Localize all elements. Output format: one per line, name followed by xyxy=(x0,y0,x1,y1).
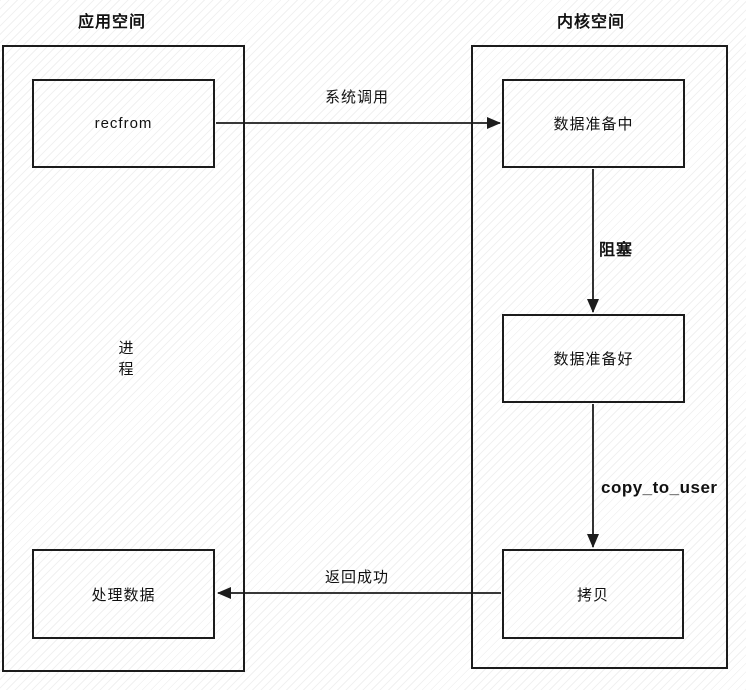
copy-to-user-edge-label: copy_to_user xyxy=(601,478,718,497)
return-success-edge-label: 返回成功 xyxy=(324,569,389,586)
syscall-edge-label: 系统调用 xyxy=(324,89,389,106)
block-edge-label: 阻塞 xyxy=(599,242,634,259)
node-data-ready: 数据准备好 xyxy=(502,314,685,403)
node-recfrom: recfrom xyxy=(32,79,215,168)
node-data-ready-label: 数据准备好 xyxy=(553,351,634,368)
application-space-title: 应用空间 xyxy=(77,14,146,31)
node-copy-label: 拷贝 xyxy=(576,586,609,604)
node-data-preparing-label: 数据准备中 xyxy=(553,116,634,133)
node-handle-data: 处理数据 xyxy=(32,549,215,639)
application-space-region xyxy=(2,45,245,672)
node-handle-data-label: 处理数据 xyxy=(91,586,156,604)
node-copy: 拷贝 xyxy=(502,549,684,639)
kernel-space-region xyxy=(471,45,728,669)
node-data-preparing: 数据准备中 xyxy=(502,79,685,168)
node-recfrom-label: recfrom xyxy=(94,115,153,132)
kernel-space-title: 内核空间 xyxy=(556,14,625,31)
process-label: 进程 xyxy=(118,340,134,378)
